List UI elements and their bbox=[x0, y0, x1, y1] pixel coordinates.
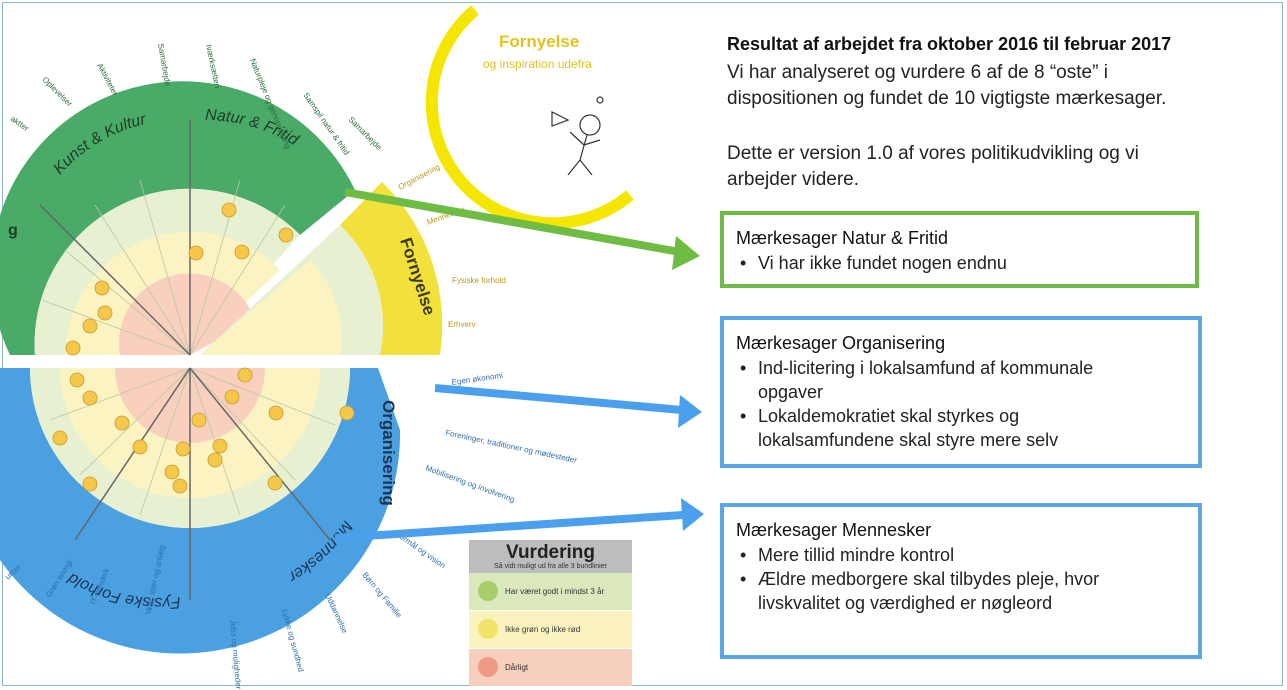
arrow-mennesker bbox=[334, 498, 704, 542]
happy-face-icon bbox=[478, 581, 498, 601]
box-title: Mærkesager Mennesker bbox=[736, 520, 932, 540]
list-item: •Vi har ikke fundet nogen endnu bbox=[740, 253, 1007, 273]
fornyelse-outer-band bbox=[340, 182, 443, 355]
lower-outer-band bbox=[0, 368, 401, 654]
box-organisering: Mærkesager Organisering •Ind-licitering … bbox=[720, 316, 1202, 468]
smiley-icon bbox=[114, 415, 130, 431]
smiley-icon bbox=[221, 202, 237, 218]
spoke-label: Samarbejde bbox=[347, 115, 384, 152]
fornyelse-illustration bbox=[425, 5, 634, 230]
spoke-label: Fysiske forhold bbox=[452, 276, 506, 285]
box-mennesker: Mærkesager Mennesker •Mere tillid mindre… bbox=[720, 503, 1202, 659]
legend-row-good: Har været godt i mindst 3 år bbox=[469, 573, 632, 610]
spoke-label: Oplevelser bbox=[41, 75, 75, 109]
neutral-face-icon bbox=[478, 619, 498, 639]
list-item: •Ind-licitering i lokalsamfund af kommun… bbox=[740, 358, 1094, 402]
legend-row-bad: Dårligt bbox=[469, 649, 632, 686]
upper-outer-band bbox=[0, 81, 355, 355]
intro-line-1: Vi har analyseret og vurdere 6 af de 8 “… bbox=[727, 62, 1108, 83]
smiley-icon bbox=[224, 389, 240, 405]
smiley-icon bbox=[52, 430, 68, 446]
smiley-icon bbox=[97, 305, 113, 321]
figure-icon bbox=[551, 96, 604, 176]
policy-wheel: Kunst & Kultur Natur & Fritid g Fornyels… bbox=[0, 5, 704, 690]
spoke-label: Mobilisering og involvering bbox=[424, 463, 516, 504]
fornyelse-wedge: Fornyelse bbox=[200, 182, 443, 355]
segment-organisering-label: Organisering bbox=[379, 400, 398, 506]
smiley-icon bbox=[212, 438, 228, 454]
spoke-label: Foreninger, traditioner og mødesteder bbox=[445, 428, 579, 465]
intro-line-3: Dette er version 1.0 af vores politikudv… bbox=[727, 143, 1139, 164]
spoke-label: Uddannelse bbox=[323, 592, 349, 635]
list-item: •Ældre medborgere skal tilbydes pleje, h… bbox=[740, 569, 1100, 613]
segment-partial-label: g bbox=[8, 222, 18, 239]
fornyelse-note-subtitle: og inspiration udefra bbox=[483, 57, 592, 71]
intro-line-4: arbejder videre. bbox=[727, 169, 860, 190]
arrow-natur bbox=[344, 188, 700, 270]
smiley-icon bbox=[268, 405, 284, 421]
box-title: Mærkesager Natur & Fritid bbox=[736, 228, 949, 248]
vurdering-legend: Vurdering Så vidt muligt ud fra alle 3 b… bbox=[469, 540, 632, 686]
arrows bbox=[334, 188, 704, 542]
box-natur-fritid: Mærkesager Natur & Fritid •Vi har ikke f… bbox=[720, 211, 1199, 288]
smiley-icon bbox=[82, 476, 98, 492]
smiley-icon bbox=[172, 478, 188, 494]
smiley-icon bbox=[234, 244, 250, 260]
spoke-label: Iværksætteri bbox=[204, 44, 222, 90]
spoke-label: aktter bbox=[9, 114, 31, 133]
rating-markers bbox=[52, 202, 355, 494]
spoke-label: Samarbejde bbox=[156, 43, 172, 88]
list-item: •Mere tillid mindre kontrol bbox=[740, 545, 955, 565]
sad-face-icon bbox=[478, 657, 498, 677]
smiley-icon bbox=[339, 405, 355, 421]
spoke-label: Børn og Familie bbox=[360, 571, 404, 620]
smiley-icon bbox=[82, 390, 98, 406]
smiley-icon bbox=[69, 372, 85, 388]
smiley-icon bbox=[175, 441, 191, 457]
legend-title: Vurdering bbox=[505, 542, 596, 563]
smiley-icon bbox=[164, 464, 180, 480]
intro-line-2: dispositionen og fundet de 10 vigtigste … bbox=[727, 88, 1167, 109]
fornyelse-ring bbox=[425, 5, 634, 230]
box-title: Mærkesager Organisering bbox=[736, 333, 946, 353]
smiley-icon bbox=[237, 367, 253, 383]
fornyelse-mid bbox=[200, 260, 342, 355]
result-heading: Resultat af arbejdet fra oktober 2016 ti… bbox=[727, 34, 1172, 54]
smiley-icon bbox=[207, 452, 223, 468]
spoke-label: Organisering bbox=[397, 162, 442, 191]
fornyelse-note-title: Fornyelse bbox=[499, 32, 580, 51]
spoke-label: Erhverv bbox=[448, 320, 476, 329]
smiley-icon bbox=[65, 340, 81, 356]
smiley-icon bbox=[267, 475, 283, 491]
smiley-icon bbox=[132, 439, 148, 455]
smiley-icon bbox=[191, 412, 207, 428]
upper-pink-ring bbox=[119, 273, 255, 355]
smiley-icon bbox=[278, 227, 294, 243]
smiley-icon bbox=[94, 280, 110, 296]
smiley-icon bbox=[188, 245, 204, 261]
legend-row-neutral: Ikke grøn og ikke rød bbox=[469, 611, 632, 648]
arrow-organisering bbox=[434, 384, 702, 428]
spoke-label: Egen økonomi bbox=[451, 371, 504, 387]
legend-subtitle: Så vidt muligt ud fra alle 3 bundlinier bbox=[494, 563, 607, 570]
smiley-icon bbox=[82, 318, 98, 334]
spoke-label: Aktiviteter bbox=[95, 62, 120, 98]
